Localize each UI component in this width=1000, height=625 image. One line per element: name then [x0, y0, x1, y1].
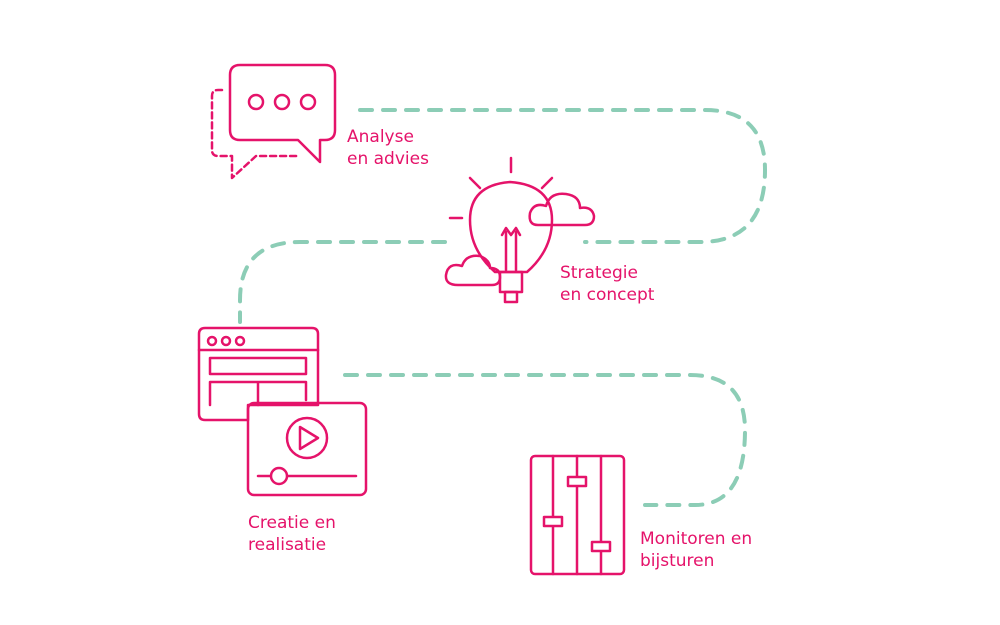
sliders-icon [529, 454, 626, 576]
step-label-monitoren: Monitoren en bijsturen [640, 528, 752, 572]
chat-bubbles-icon [210, 63, 337, 180]
step-label-line: en advies [347, 149, 429, 169]
browser-video-icon [197, 326, 368, 497]
step-label-line: Creatie en [248, 513, 336, 533]
connector-path-2 [238, 240, 447, 324]
step-label-line: bijsturen [640, 551, 715, 571]
lightbulb-icon [444, 156, 596, 304]
step-label-line: Strategie [560, 263, 638, 283]
step-label-strategie: Strategie en concept [560, 262, 654, 306]
connector-path-3 [343, 373, 748, 507]
step-label-analyse: Analyse en advies [347, 126, 429, 170]
step-label-line: realisatie [248, 535, 327, 555]
connector-path-1 [358, 108, 768, 244]
step-label-creatie: Creatie en realisatie [248, 512, 336, 556]
step-label-line: Monitoren en [640, 529, 753, 549]
step-label-line: en concept [560, 285, 655, 305]
step-label-line: Analyse [347, 127, 414, 147]
